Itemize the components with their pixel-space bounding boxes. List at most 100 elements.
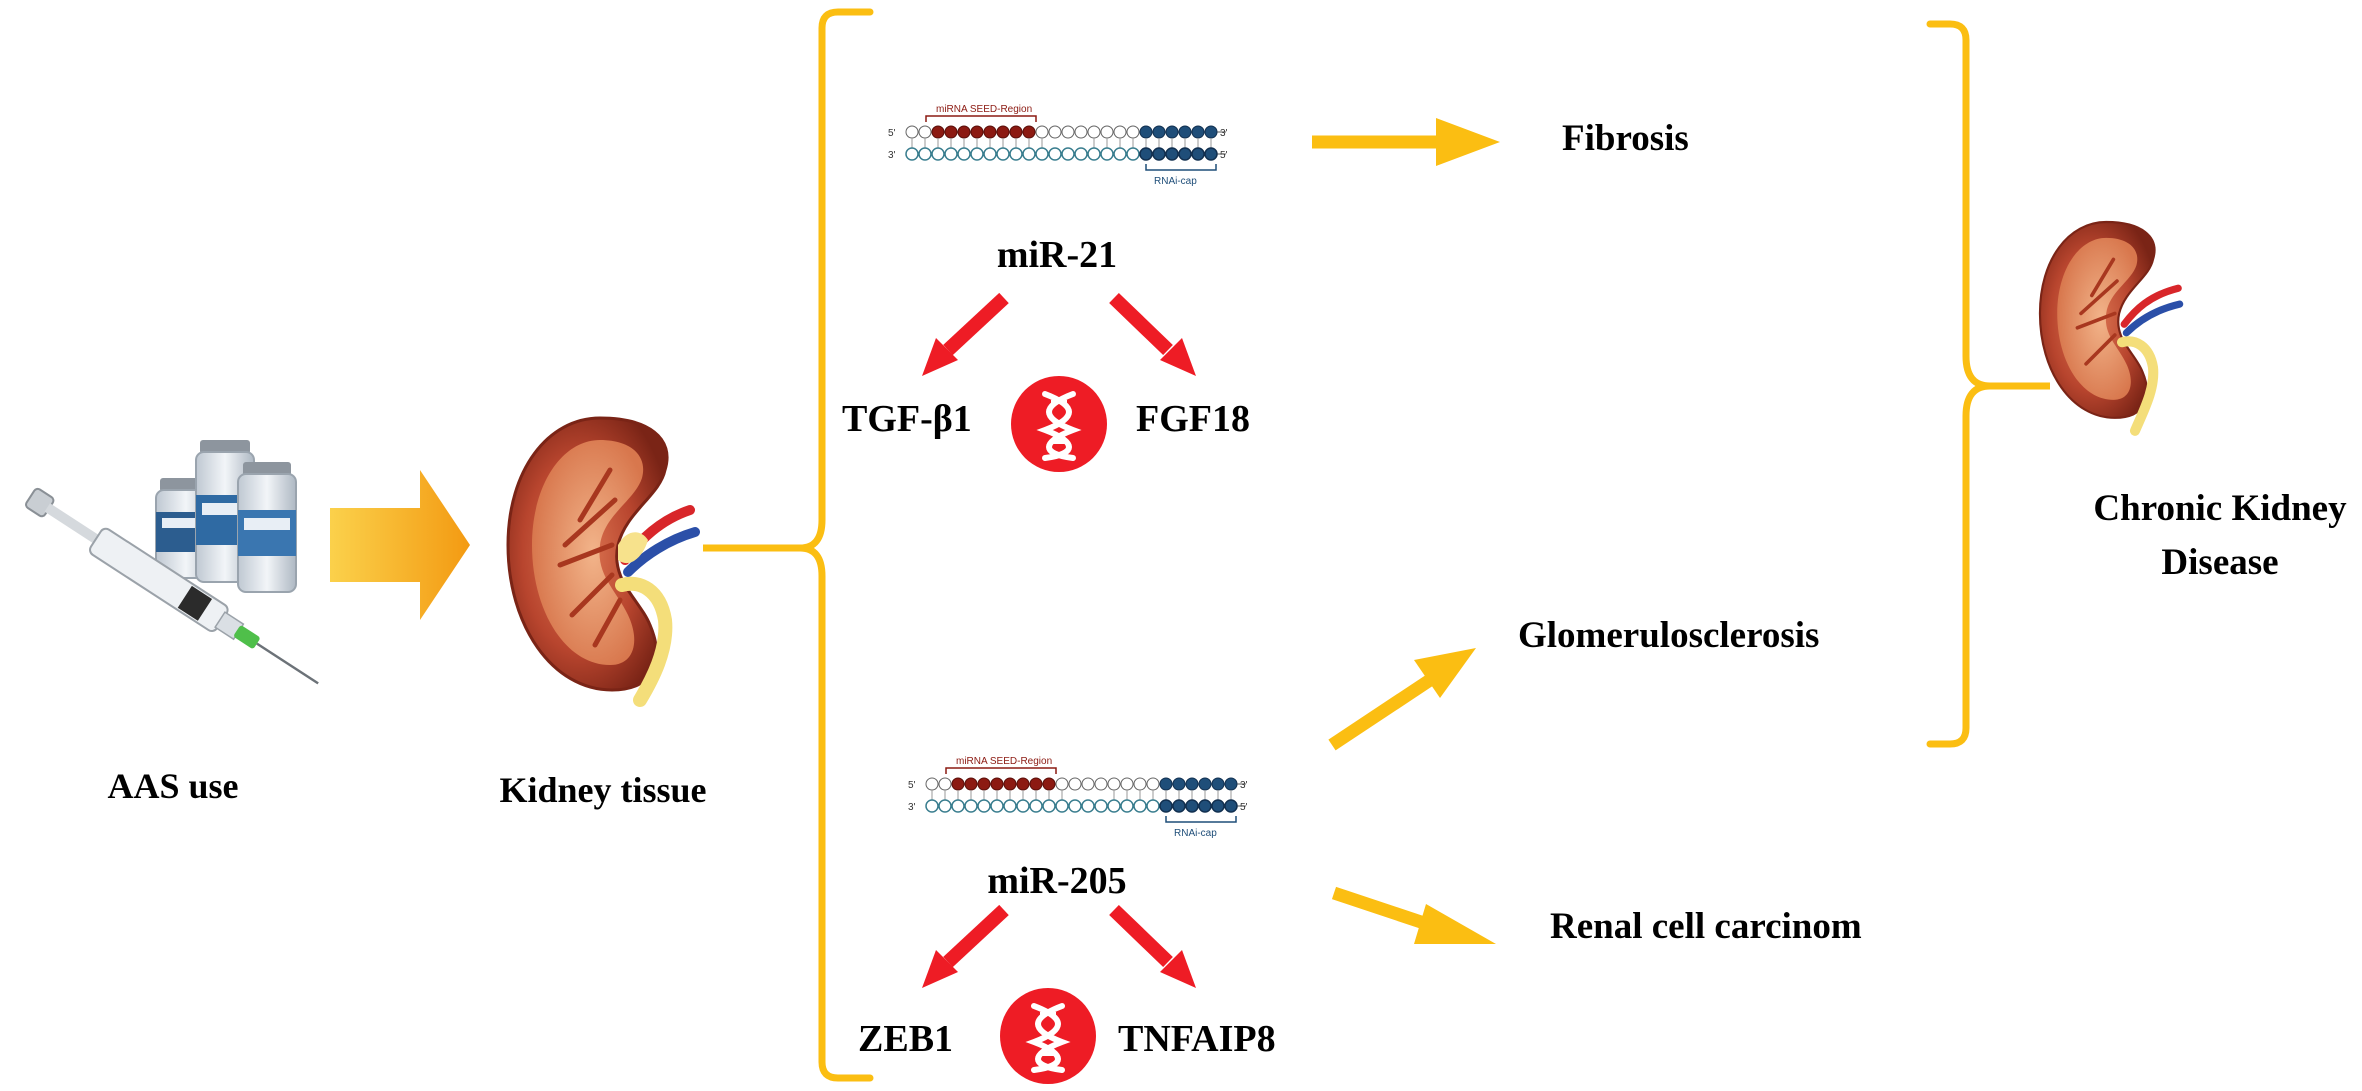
nucleotide-bead <box>970 125 984 139</box>
fgf18-label: FGF18 <box>1136 398 1250 440</box>
nucleotide-bead <box>1178 125 1192 139</box>
nucleotide-bead <box>905 147 919 161</box>
dna-badge-icon <box>1000 988 1096 1084</box>
nucleotide-bead <box>1100 125 1114 139</box>
nucleotide-bead <box>964 799 978 813</box>
nucleotide-bead <box>944 147 958 161</box>
nucleotide-bead <box>1133 799 1147 813</box>
nucleotide-bead <box>925 777 939 791</box>
nucleotide-bead <box>1061 147 1075 161</box>
nucleotide-bead <box>1087 125 1101 139</box>
nucleotide-bead <box>1224 777 1238 791</box>
nucleotide-bead <box>944 125 958 139</box>
fibrosis-label: Fibrosis <box>1562 118 1689 159</box>
svg-text:3': 3' <box>888 150 896 161</box>
nucleotide-bead <box>1172 777 1186 791</box>
nucleotide-bead <box>1211 777 1225 791</box>
kidney-icon <box>2038 220 2184 436</box>
red-arrows <box>922 292 1196 988</box>
right-bracket <box>1926 20 1994 748</box>
nucleotide-bead <box>1191 125 1205 139</box>
nucleotide-bead <box>1094 777 1108 791</box>
nucleotide-bead <box>951 799 965 813</box>
mirna-duplex-icon: miRNA SEED-Region 5' 3' 3' 5' RNAi-cap <box>908 756 1248 839</box>
nucleotide-bead <box>1081 799 1095 813</box>
nucleotide-bead <box>931 147 945 161</box>
aas-use-label: AAS use <box>107 766 239 806</box>
mir205-label: miR-205 <box>987 860 1127 902</box>
nucleotide-bead <box>1139 125 1153 139</box>
dna-badge-icon <box>1011 376 1107 472</box>
nucleotide-bead <box>1074 147 1088 161</box>
nucleotide-bead <box>1113 147 1127 161</box>
seed-region-label: miRNA SEED-Region <box>936 104 1032 115</box>
nucleotide-bead <box>931 125 945 139</box>
nucleotide-bead <box>1204 125 1218 139</box>
nucleotide-bead <box>1172 799 1186 813</box>
nucleotide-bead <box>951 777 965 791</box>
nucleotide-bead <box>1035 125 1049 139</box>
nucleotide-bead <box>1035 147 1049 161</box>
nucleotide-bead <box>996 125 1010 139</box>
vial-right <box>237 462 297 593</box>
nucleotide-bead <box>1178 147 1192 161</box>
svg-text:5': 5' <box>1220 150 1228 161</box>
nucleotide-bead <box>1152 125 1166 139</box>
nucleotide-bead <box>1146 777 1160 791</box>
nucleotide-bead <box>1022 147 1036 161</box>
nucleotide-bead <box>1191 147 1205 161</box>
nucleotide-bead <box>1198 799 1212 813</box>
nucleotide-bead <box>918 147 932 161</box>
nucleotide-bead <box>1029 799 1043 813</box>
nucleotide-bead <box>1061 125 1075 139</box>
nucleotide-bead <box>1042 777 1056 791</box>
syringe <box>25 487 319 685</box>
nucleotide-bead <box>1003 777 1017 791</box>
nucleotide-bead <box>1055 777 1069 791</box>
nucleotide-bead <box>938 799 952 813</box>
nucleotide-bead <box>1224 799 1238 813</box>
nucleotide-bead <box>1165 125 1179 139</box>
nucleotide-bead <box>1042 799 1056 813</box>
nucleotide-bead <box>1113 125 1127 139</box>
svg-text:3': 3' <box>908 802 916 813</box>
seed-region-label: miRNA SEED-Region <box>956 756 1052 767</box>
mir21-label: miR-21 <box>996 234 1118 276</box>
nucleotide-bead <box>977 777 991 791</box>
nucleotide-bead <box>964 777 978 791</box>
nucleotide-bead <box>1152 147 1166 161</box>
nucleotide-bead <box>990 799 1004 813</box>
nucleotide-bead <box>1107 799 1121 813</box>
nucleotide-bead <box>938 777 952 791</box>
ckd-label-line2: Disease <box>2161 542 2279 583</box>
nucleotide-bead <box>1107 777 1121 791</box>
svg-text:3': 3' <box>1240 780 1248 791</box>
nucleotide-bead <box>1068 777 1082 791</box>
nucleotide-bead <box>1126 147 1140 161</box>
tnfaip8-label: TNFAIP8 <box>1118 1018 1276 1060</box>
ckd-label-line1: Chronic Kidney <box>2093 488 2347 529</box>
nucleotide-bead <box>1068 799 1082 813</box>
nucleotide-bead <box>957 147 971 161</box>
svg-text:5': 5' <box>1240 802 1248 813</box>
nucleotide-bead <box>1009 147 1023 161</box>
syringe-and-vials-icon <box>25 440 319 685</box>
zeb1-label: ZEB1 <box>858 1018 954 1060</box>
nucleotide-bead <box>925 799 939 813</box>
big-arrow <box>330 470 470 620</box>
nucleotide-bead <box>1133 777 1147 791</box>
nucleotide-bead <box>1016 777 1030 791</box>
nucleotide-bead <box>996 147 1010 161</box>
nucleotide-bead <box>1081 777 1095 791</box>
nucleotide-bead <box>1009 125 1023 139</box>
nucleotide-bead <box>990 777 1004 791</box>
nucleotide-bead <box>1165 147 1179 161</box>
nucleotide-bead <box>1074 125 1088 139</box>
nucleotide-bead <box>1146 799 1160 813</box>
nucleotide-bead <box>1022 125 1036 139</box>
nucleotide-bead <box>983 147 997 161</box>
svg-text:5': 5' <box>888 128 896 139</box>
nucleotide-bead <box>983 125 997 139</box>
nucleotide-bead <box>1120 799 1134 813</box>
